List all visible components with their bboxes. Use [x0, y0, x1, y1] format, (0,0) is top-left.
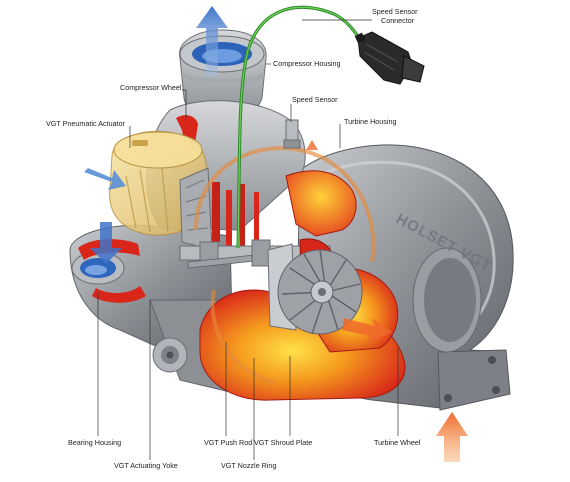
label-vgt-nozzle-ring: VGT Nozzle Ring [221, 461, 276, 470]
label-turbine-wheel: Turbine Wheel [374, 438, 421, 447]
label-vgt-actuating-yoke: VGT Actuating Yoke [114, 461, 178, 470]
compressed-air-arrow-down [90, 222, 122, 264]
turbine-wheel [277, 249, 363, 335]
label-vgt-push-rod: VGT Push Rod [204, 438, 252, 447]
label-vgt-shroud-plate: VGT Shroud Plate [254, 438, 312, 447]
label-compressor-housing: Compressor Housing [273, 59, 341, 68]
label-layer: Speed Sensor Connector Compressor Housin… [46, 7, 421, 470]
label-speed-sensor-connector-line1: Speed Sensor [372, 7, 418, 16]
label-compressor-wheel: Compressor Wheel [120, 83, 182, 92]
label-turbine-housing: Turbine Housing [344, 117, 396, 126]
speed-sensor-connector [354, 31, 425, 85]
label-vgt-pneumatic-actuator: VGT Pneumatic Actuator [46, 119, 126, 128]
intake-air-arrow-up [196, 6, 228, 76]
compressor-wheel [179, 167, 213, 251]
speed-sensor [283, 119, 301, 149]
vgt-push-rod [187, 254, 253, 269]
exhaust-arrow-in [436, 412, 468, 462]
exhaust-arrow-internal [342, 318, 392, 344]
label-speed-sensor: Speed Sensor [292, 95, 338, 104]
intake-air-arrow-left [84, 168, 126, 190]
label-speed-sensor-connector-line2: Connector [381, 16, 415, 25]
label-bearing-housing: Bearing Housing [68, 438, 121, 447]
vgt-actuating-yoke [194, 146, 376, 384]
leader-lines [97, 19, 399, 460]
exhaust-arc-arrow [306, 140, 318, 150]
